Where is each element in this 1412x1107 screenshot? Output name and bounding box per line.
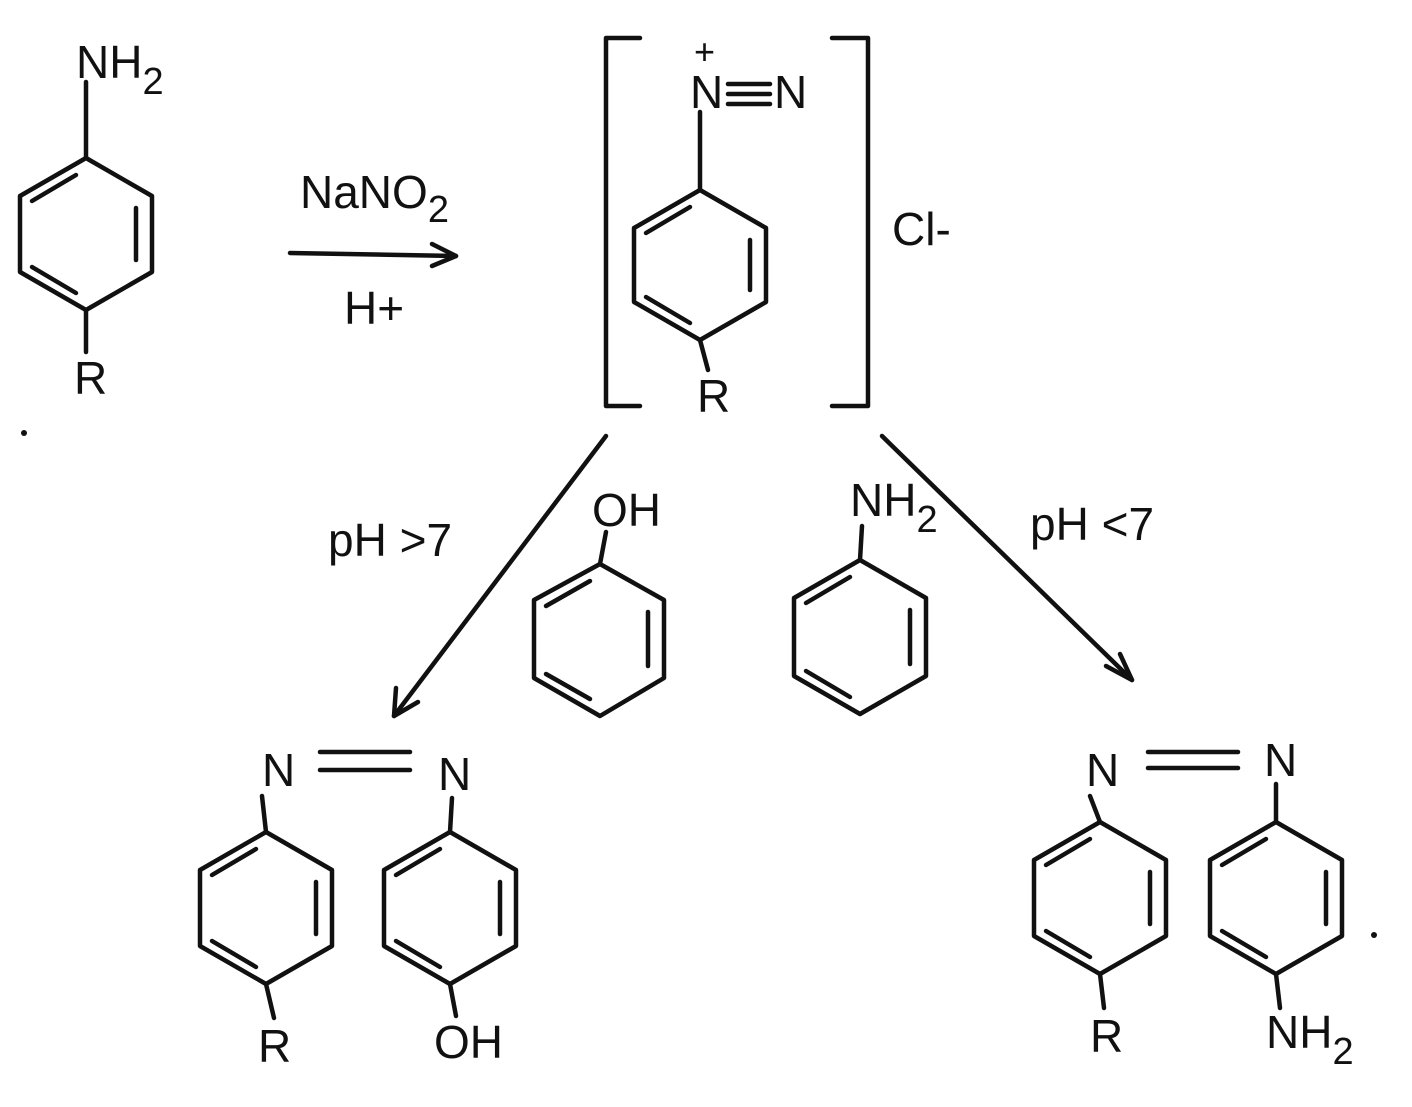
oh-label: OH bbox=[434, 1016, 503, 1068]
r-label: R bbox=[258, 1020, 291, 1072]
ring-b-bonds bbox=[1207, 819, 1345, 977]
ring-double-bond bbox=[643, 294, 693, 326]
reagent-nano2: NaNO2 bbox=[300, 166, 449, 231]
terminal-n-label: N bbox=[774, 66, 807, 118]
ring-double-bond bbox=[803, 574, 853, 606]
oh-label: OH bbox=[592, 484, 661, 536]
arrow-shaft bbox=[287, 250, 459, 259]
ring-double-bond bbox=[29, 264, 79, 296]
arrow-head bbox=[1103, 651, 1135, 683]
arrow-head bbox=[391, 685, 421, 719]
ring-double-bond bbox=[209, 938, 259, 970]
r-label: R bbox=[74, 352, 107, 404]
c-r-bond bbox=[1097, 971, 1107, 1011]
ring-double-bond bbox=[543, 671, 593, 702]
ring-a-bonds bbox=[1031, 819, 1169, 977]
condition-acidic: pH <7 bbox=[1030, 498, 1154, 550]
reaction-arrow: NaNO2 H+ bbox=[287, 166, 459, 334]
nh2-label: NH2 bbox=[76, 36, 164, 103]
n-plus-label: N bbox=[690, 66, 723, 118]
phenol: OH bbox=[531, 484, 667, 719]
acidic-branch-arrow: pH <7 bbox=[879, 433, 1154, 683]
n-c-bond bbox=[1087, 793, 1103, 825]
c-n-bond bbox=[1273, 971, 1283, 1011]
ring-double-bond bbox=[29, 172, 79, 204]
ring-bonds bbox=[791, 557, 929, 717]
ring-b-bonds bbox=[381, 829, 519, 987]
ring-double-bond bbox=[393, 846, 443, 878]
ring-double-bond bbox=[1043, 928, 1093, 960]
ring-bonds bbox=[17, 155, 155, 313]
ring-double-bond bbox=[643, 204, 693, 236]
ring-double-bond bbox=[1219, 836, 1269, 868]
ring-a-bonds bbox=[197, 829, 335, 987]
c-o-bond bbox=[447, 981, 459, 1019]
azo-n-right: N bbox=[1264, 734, 1297, 786]
diazonium-salt: N + N R Cl- bbox=[603, 31, 951, 422]
ring-double-bond bbox=[803, 668, 853, 700]
stray-dot bbox=[21, 430, 27, 436]
c-o-bond bbox=[597, 529, 609, 567]
arrow-shaft bbox=[391, 433, 609, 719]
c-r-bond bbox=[263, 981, 277, 1021]
ring-double-bond bbox=[1043, 836, 1093, 868]
chloride-counter-ion: Cl- bbox=[892, 203, 951, 255]
left-bracket bbox=[603, 35, 643, 409]
plus-charge: + bbox=[694, 31, 715, 72]
ring-bonds bbox=[531, 561, 667, 719]
starting-aniline: NH2 R bbox=[17, 36, 164, 404]
right-bracket bbox=[829, 35, 871, 409]
r-label: R bbox=[1090, 1010, 1123, 1062]
r-label: R bbox=[697, 370, 730, 422]
arrow-shaft bbox=[879, 433, 1135, 683]
ring-double-bond bbox=[209, 846, 259, 878]
n-c-bond bbox=[447, 795, 455, 835]
ring-double-bond bbox=[543, 578, 593, 609]
ring-double-bond bbox=[1219, 928, 1269, 960]
nh2-label: NH2 bbox=[1266, 1006, 1354, 1073]
azo-n-left: N bbox=[262, 744, 295, 796]
n-c-bond bbox=[259, 793, 269, 835]
azo-n-right: N bbox=[438, 748, 471, 800]
azo-phenol-product: N N R OH bbox=[197, 744, 519, 1072]
ring-double-bond bbox=[393, 938, 443, 970]
condition-basic: pH >7 bbox=[328, 514, 452, 566]
azo-n-left: N bbox=[1086, 744, 1119, 796]
arrow-head bbox=[429, 241, 459, 269]
nh2-label: NH2 bbox=[850, 474, 938, 541]
reagent-acid: H+ bbox=[344, 282, 404, 334]
c-n-bond bbox=[857, 523, 865, 563]
period-dot bbox=[1371, 932, 1377, 938]
basic-branch-arrow: pH >7 bbox=[328, 433, 609, 719]
azo-aniline-product: N N R NH2 bbox=[1031, 734, 1377, 1073]
c-r-bond bbox=[697, 337, 711, 373]
ring-bonds bbox=[631, 187, 769, 343]
aniline: NH2 bbox=[791, 474, 938, 717]
